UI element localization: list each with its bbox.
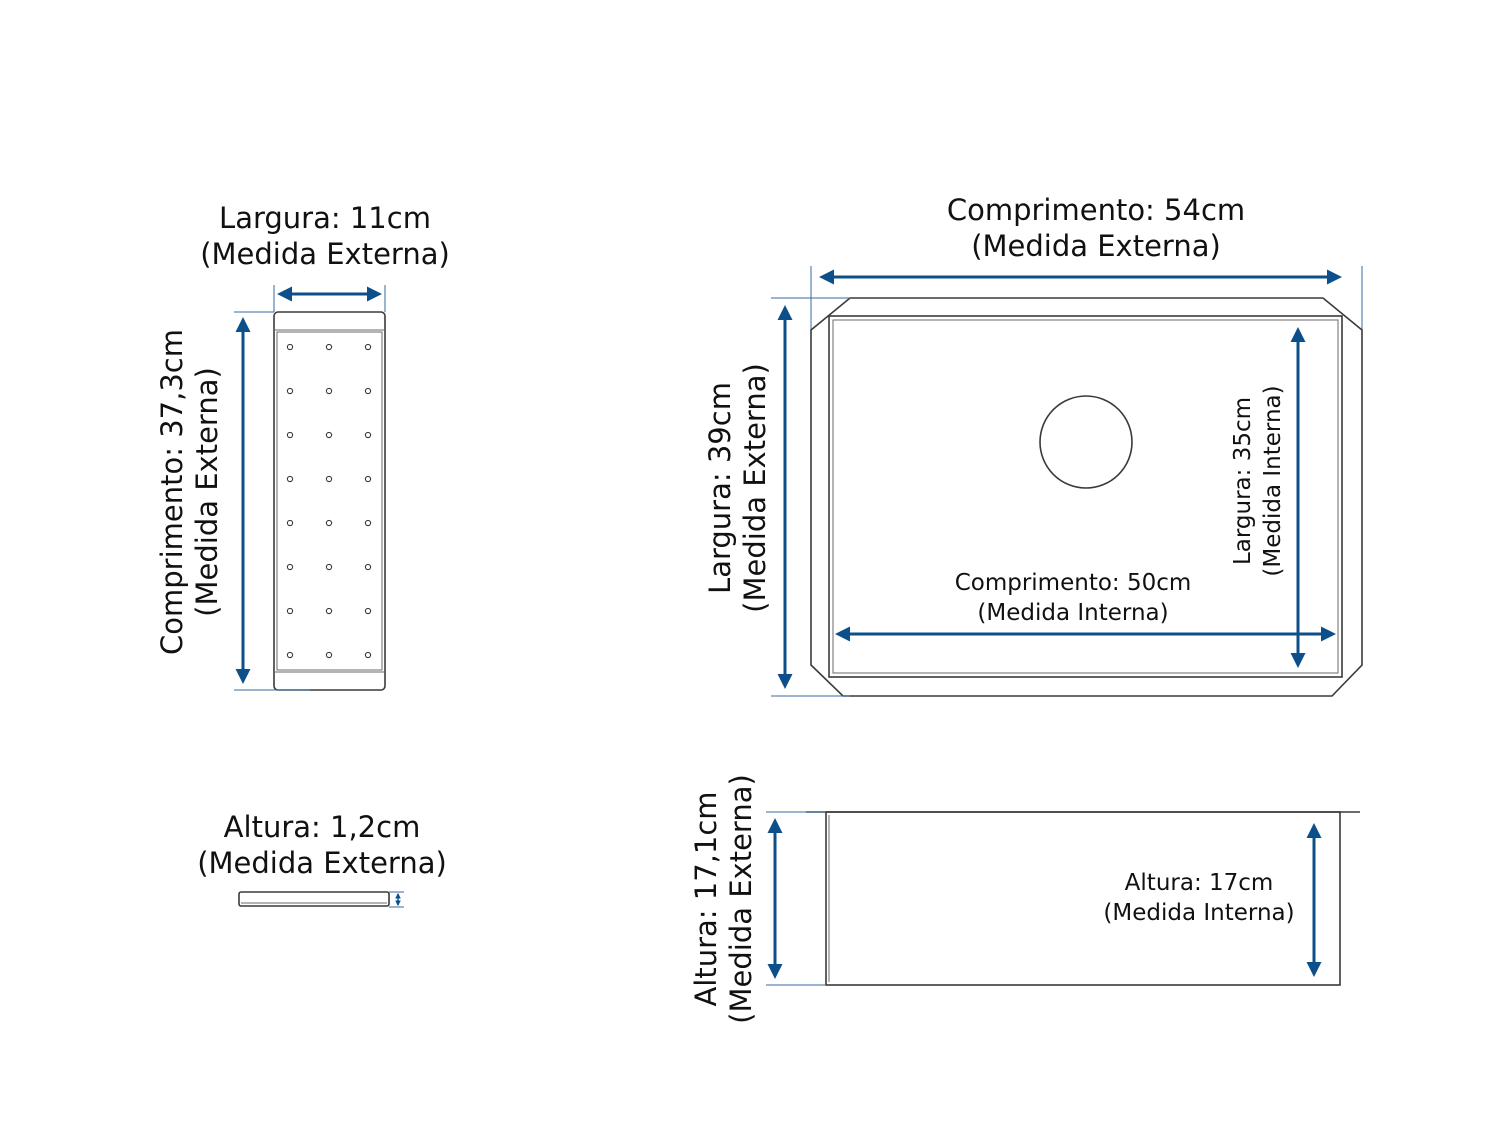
sink-side-body <box>825 811 1341 986</box>
strainer-holes <box>286 343 372 659</box>
sink-int-length-label: Comprimento: 50cm <box>955 570 1192 596</box>
strainer-hole <box>325 475 333 483</box>
strainer-hole <box>325 343 333 351</box>
strainer-side-view: Altura: 1,2cm (Medida Externa) <box>197 810 447 908</box>
sink-side-view: Altura: 17,1cm (Medida Externa) Altura: … <box>689 774 1360 1024</box>
sink-ext-length-label: Comprimento: 54cm <box>947 193 1245 227</box>
strainer-hole <box>286 607 294 615</box>
strainer-hole <box>325 651 333 659</box>
strainer-hole <box>364 431 372 439</box>
strainer-hole <box>286 387 294 395</box>
strainer-side-outline <box>238 891 390 907</box>
strainer-hole <box>286 651 294 659</box>
strainer-length-note: (Medida Externa) <box>190 367 224 617</box>
strainer-width-note: (Medida Externa) <box>200 237 450 271</box>
strainer-height-label: Altura: 1,2cm <box>224 810 421 844</box>
sink-int-length-note: (Medida Interna) <box>977 600 1168 626</box>
strainer-hole <box>364 343 372 351</box>
strainer-hole <box>364 651 372 659</box>
sink-outer-outline <box>810 297 1363 697</box>
strainer-width-label: Largura: 11cm <box>219 201 431 235</box>
sink-basin-outline <box>828 315 1343 678</box>
strainer-outline <box>273 311 386 691</box>
strainer-hole <box>325 563 333 571</box>
strainer-hole <box>364 519 372 527</box>
strainer-hole <box>286 563 294 571</box>
sink-int-width-label: Largura: 35cm <box>1230 397 1256 565</box>
strainer-height-note: (Medida Externa) <box>197 846 447 880</box>
strainer-top-view: Largura: 11cm (Medida Externa) Comprimen… <box>155 201 450 691</box>
sink-ext-width-label: Largura: 39cm <box>703 382 737 594</box>
sink-top-view: Comprimento: 54cm (Medida Externa) Largu… <box>703 193 1363 697</box>
strainer-hole <box>286 519 294 527</box>
strainer-hole <box>286 343 294 351</box>
strainer-hole <box>286 431 294 439</box>
strainer-hole <box>364 475 372 483</box>
sink-int-height-note: (Medida Interna) <box>1103 900 1294 926</box>
strainer-hole <box>364 387 372 395</box>
strainer-hole <box>325 431 333 439</box>
strainer-hole <box>286 475 294 483</box>
sink-int-height-label: Altura: 17cm <box>1125 870 1274 896</box>
sink-ext-height-label: Altura: 17,1cm <box>689 791 723 1006</box>
sink-ext-length-note: (Medida Externa) <box>971 229 1221 263</box>
strainer-length-label: Comprimento: 37,3cm <box>155 329 189 655</box>
strainer-hole <box>325 519 333 527</box>
sink-basin-inner-edge <box>832 319 1339 674</box>
sink-int-width-note: (Medida Interna) <box>1260 385 1286 576</box>
sink-drain <box>1039 395 1133 489</box>
sink-ext-width-note: (Medida Externa) <box>738 363 772 613</box>
strainer-hole <box>364 563 372 571</box>
sink-ext-height-note: (Medida Externa) <box>724 774 758 1024</box>
strainer-inner-panel <box>276 331 383 671</box>
strainer-hole <box>364 607 372 615</box>
strainer-hole <box>325 607 333 615</box>
strainer-hole <box>325 387 333 395</box>
